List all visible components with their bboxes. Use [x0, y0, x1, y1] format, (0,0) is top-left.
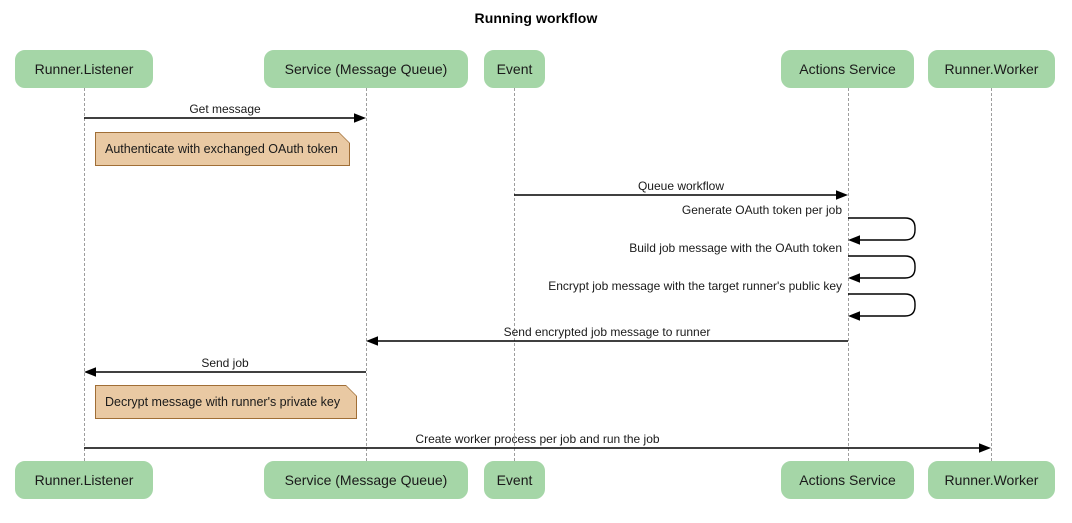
note-label: Decrypt message with runner's private ke… [105, 395, 341, 409]
participant-label: Service (Message Queue) [284, 472, 448, 488]
note-label: Authenticate with exchanged OAuth token [105, 142, 338, 156]
lifeline-runner-worker [991, 88, 992, 461]
participant-actions-service-bottom[interactable]: Actions Service [781, 461, 914, 499]
participant-service-mq-bottom[interactable]: Service (Message Queue) [264, 461, 468, 499]
participant-actions-service-top[interactable]: Actions Service [781, 50, 914, 88]
lifeline-actions-service [848, 88, 849, 461]
message-label-generate-token: Generate OAuth token per job [681, 203, 842, 217]
self-loop-encrypt-job [848, 293, 916, 317]
lifeline-event [514, 88, 515, 461]
participant-label: Service (Message Queue) [284, 61, 448, 77]
arrowhead-encrypt-job [848, 311, 860, 321]
message-label-send-job: Send job [201, 356, 249, 370]
lifeline-runner-listener [84, 88, 85, 461]
note-authenticate[interactable]: Authenticate with exchanged OAuth token [95, 132, 350, 166]
participant-label: Actions Service [799, 61, 896, 77]
participant-label: Runner.Listener [34, 61, 134, 77]
participant-service-mq-top[interactable]: Service (Message Queue) [264, 50, 468, 88]
self-loop-generate-token [848, 217, 916, 241]
message-label-build-job-message: Build job message with the OAuth token [629, 241, 842, 255]
page-title: Running workflow [474, 10, 598, 26]
arrowhead-generate-token [848, 235, 860, 245]
participant-event-top[interactable]: Event [484, 50, 545, 88]
message-label-create-worker: Create worker process per job and run th… [415, 432, 660, 446]
self-loop-build-job-message [848, 255, 916, 279]
message-label-send-encrypted: Send encrypted job message to runner [503, 325, 711, 339]
participant-label: Runner.Worker [944, 61, 1039, 77]
note-decrypt[interactable]: Decrypt message with runner's private ke… [95, 385, 357, 419]
participant-label: Event [496, 61, 533, 77]
participant-runner-listener-bottom[interactable]: Runner.Listener [15, 461, 153, 499]
participant-label: Event [496, 472, 533, 488]
message-label-encrypt-job: Encrypt job message with the target runn… [548, 279, 842, 293]
participant-label: Runner.Worker [944, 472, 1039, 488]
participant-label: Actions Service [799, 472, 896, 488]
participant-event-bottom[interactable]: Event [484, 461, 545, 499]
participant-label: Runner.Listener [34, 472, 134, 488]
participant-runner-worker-top[interactable]: Runner.Worker [928, 50, 1055, 88]
note-fold-icon [339, 132, 350, 143]
lifeline-service-mq [366, 88, 367, 461]
message-label-queue-workflow: Queue workflow [637, 179, 725, 193]
message-label-get-message: Get message [189, 102, 261, 116]
note-fold-icon [346, 385, 357, 396]
arrowhead-build-job-message [848, 273, 860, 283]
participant-runner-worker-bottom[interactable]: Runner.Worker [928, 461, 1055, 499]
participant-runner-listener-top[interactable]: Runner.Listener [15, 50, 153, 88]
